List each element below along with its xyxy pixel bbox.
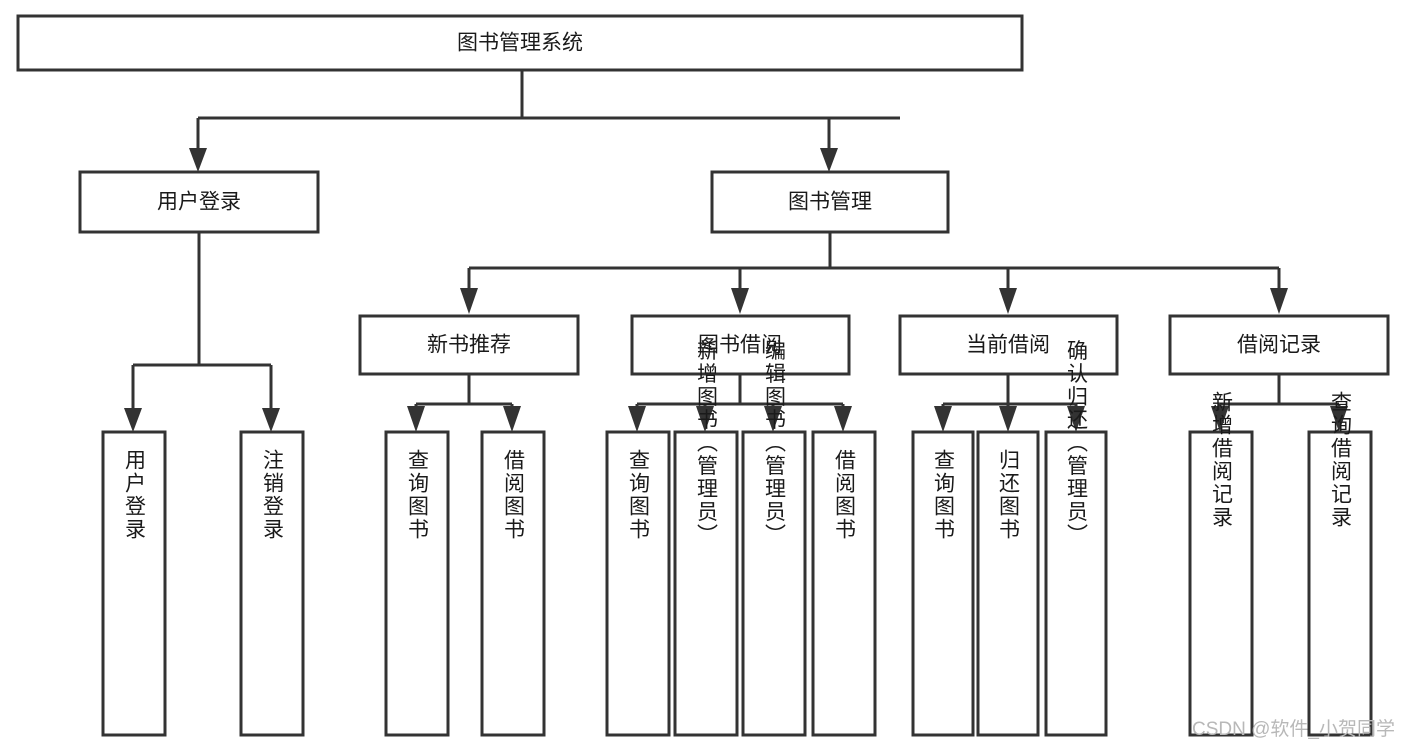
new-book-node-label: 新书推荐: [427, 334, 511, 357]
root-node-box[interactable]: [16, 14, 1024, 72]
arrowhead-cb-query-book: [934, 406, 952, 432]
leaf-br-query-record-box[interactable]: [1307, 430, 1373, 737]
leaf-cb-confirm-return-box[interactable]: [1044, 430, 1108, 737]
leaf-node-cb-confirm-return[interactable]: 确认归还（管理员）: [1044, 340, 1108, 737]
leaf-node-cb-return-book[interactable]: 归还图书: [976, 430, 1040, 737]
arrowhead-leaf-user-login: [124, 408, 142, 432]
leaf-node-bb-add-book[interactable]: 新增图书（管理员）: [673, 340, 739, 737]
leaf-node-bb-borrow-book[interactable]: 借阅图书: [811, 430, 877, 737]
borrow-record-node-label: 借阅记录: [1237, 334, 1321, 357]
leaf-cb-confirm-return-label: 确认归还（管理员）: [1065, 340, 1089, 547]
leaf-nb-query-book-label: 查询图书: [406, 449, 430, 541]
leaf-cb-return-book-label: 归还图书: [997, 449, 1021, 541]
arrowhead-borrow-record: [1270, 288, 1288, 314]
arrowhead-book-borrow: [731, 288, 749, 314]
book-management-node-box[interactable]: [710, 170, 950, 234]
node-book-borrow[interactable]: 图书借阅: [630, 314, 851, 376]
leaf-cb-query-book-box[interactable]: [911, 430, 975, 737]
leaf-node-bb-query-book[interactable]: 查询图书: [605, 430, 671, 737]
arrowhead-br-add-record: [1211, 406, 1229, 432]
leaf-node-br-add-record[interactable]: 新增借阅记录: [1188, 391, 1254, 737]
arrowhead-bb-add-book: [696, 406, 714, 432]
leaf-logout-label: 注销登录: [261, 449, 285, 541]
leaf-bb-query-book-box[interactable]: [605, 430, 671, 737]
arrowhead-nb-borrow-book: [503, 406, 521, 432]
book-management-node-label: 图书管理: [788, 191, 872, 214]
leaf-bb-borrow-book-box[interactable]: [811, 430, 877, 737]
leaf-cb-query-book-label: 查询图书: [932, 449, 956, 541]
current-borrow-node-label: 当前借阅: [966, 334, 1050, 357]
leaf-bb-borrow-book-label: 借阅图书: [833, 449, 857, 541]
leaf-bb-add-book-box[interactable]: [673, 430, 739, 737]
arrowhead-bb-borrow-book: [834, 406, 852, 432]
leaf-bb-add-book-label: 新增图书（管理员）: [695, 340, 719, 547]
arrowhead-user-login: [189, 148, 207, 172]
leaf-bb-edit-book-label: 编辑图书（管理员）: [763, 340, 787, 547]
arrowhead-current-borrow: [999, 288, 1017, 314]
arrowhead-leaf-logout: [262, 408, 280, 432]
leaf-nb-borrow-book-label: 借阅图书: [502, 449, 526, 541]
borrow-record-node-box[interactable]: [1168, 314, 1390, 376]
node-new-book-recommend[interactable]: 新书推荐: [358, 314, 580, 376]
arrowhead-nb-query-book: [407, 406, 425, 432]
book-borrow-node-label: 图书借阅: [698, 334, 782, 357]
leaf-cb-return-book-box[interactable]: [976, 430, 1040, 737]
book-borrow-node-box[interactable]: [630, 314, 851, 376]
leaf-node-cb-query-book[interactable]: 查询图书: [911, 430, 975, 737]
leaf-node-logout[interactable]: 注销登录: [239, 430, 305, 737]
leaf-logout-box[interactable]: [239, 430, 305, 737]
arrowhead-book-mgmt: [820, 148, 838, 172]
node-current-borrow[interactable]: 当前借阅: [898, 314, 1119, 376]
arrowhead-new-book: [460, 288, 478, 314]
leaf-node-nb-borrow-book[interactable]: 借阅图书: [480, 430, 546, 737]
user-login-node-label: 用户登录: [157, 191, 241, 214]
leaf-br-add-record-box[interactable]: [1188, 430, 1254, 737]
new-book-node-box[interactable]: [358, 314, 580, 376]
arrowhead-bb-query-book: [628, 406, 646, 432]
csdn-watermark: CSDN @软件_小贺同学: [1192, 719, 1395, 740]
leaf-user-login-label: 用户登录: [123, 449, 147, 541]
leaf-nb-query-book-box[interactable]: [384, 430, 450, 737]
leaf-br-query-record-label: 查询借阅记录: [1329, 391, 1353, 529]
leaf-bb-edit-book-box[interactable]: [741, 430, 807, 737]
leaf-node-br-query-record[interactable]: 查询借阅记录: [1307, 391, 1373, 737]
current-borrow-node-box[interactable]: [898, 314, 1119, 376]
arrowhead-bb-edit-book: [764, 406, 782, 432]
leaf-br-add-record-label: 新增借阅记录: [1210, 391, 1234, 529]
leaf-node-nb-query-book[interactable]: 查询图书: [384, 430, 450, 737]
leaf-user-login-box[interactable]: [101, 430, 167, 737]
leaf-nb-borrow-book-box[interactable]: [480, 430, 546, 737]
node-user-login[interactable]: 用户登录: [78, 170, 320, 234]
leaf-bb-query-book-label: 查询图书: [627, 449, 651, 541]
node-root-system[interactable]: 图书管理系统: [16, 14, 1024, 72]
arrowhead-br-query-record: [1330, 406, 1348, 432]
arrowhead-cb-confirm-return: [1067, 406, 1085, 432]
leaf-node-user-login[interactable]: 用户登录: [101, 430, 167, 737]
node-book-management[interactable]: 图书管理: [710, 170, 950, 234]
leaf-node-bb-edit-book[interactable]: 编辑图书（管理员）: [741, 340, 807, 737]
root-node-label: 图书管理系统: [457, 32, 583, 55]
arrowhead-cb-return-book: [999, 406, 1017, 432]
node-borrow-record[interactable]: 借阅记录: [1168, 314, 1390, 376]
